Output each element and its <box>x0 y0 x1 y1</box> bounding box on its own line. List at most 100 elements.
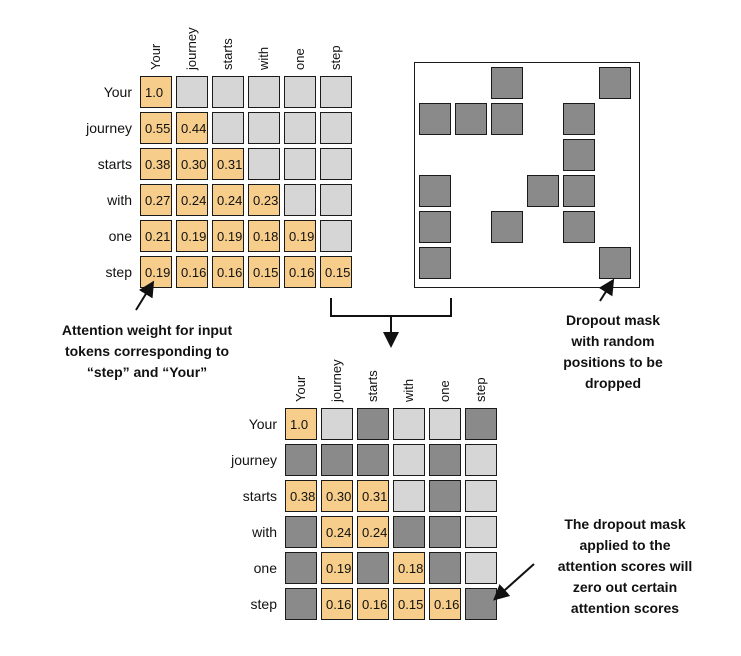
dropped-cell <box>429 480 461 512</box>
row-label: step <box>105 264 132 280</box>
empty-cell <box>248 112 280 144</box>
empty-cell <box>320 76 352 108</box>
note-line: tokens corresponding to <box>64 343 230 359</box>
weight-cell: 0.31 <box>357 480 389 512</box>
dropout-position-cell <box>419 175 451 207</box>
weight-cell: 0.16 <box>429 588 461 620</box>
empty-cell <box>429 408 461 440</box>
weight-cell: 0.15 <box>393 588 425 620</box>
dropped-cell <box>321 444 353 476</box>
empty-cell <box>320 148 352 180</box>
dropout-position-cell <box>419 211 451 243</box>
weight-cell: 0.19 <box>321 552 353 584</box>
note-line: dropped <box>585 375 641 391</box>
pointer-arrow-to-dropped-cell <box>493 563 535 601</box>
weight-cell: 0.16 <box>176 256 208 288</box>
weight-cell: 0.16 <box>284 256 316 288</box>
note-line: zero out certain <box>572 579 678 595</box>
weight-cell: 1.0 <box>285 408 317 440</box>
dropped-cell <box>429 444 461 476</box>
dropped-cell <box>285 444 317 476</box>
empty-cell <box>284 148 316 180</box>
dropout-position-cell <box>563 211 595 243</box>
weight-cell: 0.38 <box>285 480 317 512</box>
weight-cell: 0.55 <box>140 112 172 144</box>
row-label: step <box>250 596 277 612</box>
dropout-position-cell <box>455 103 487 135</box>
empty-cell <box>465 444 497 476</box>
note-line: attention scores <box>570 600 680 616</box>
row-label: journey <box>86 120 132 136</box>
empty-cell <box>212 112 244 144</box>
empty-cell <box>465 480 497 512</box>
row-label: with <box>252 524 277 540</box>
empty-cell <box>465 516 497 548</box>
weight-cell: 0.19 <box>212 220 244 252</box>
row-label: Your <box>103 84 132 100</box>
row-label: one <box>253 560 277 576</box>
weight-cell: 0.15 <box>248 256 280 288</box>
dropped-cell <box>465 588 497 620</box>
weight-cell: 0.16 <box>321 588 353 620</box>
weight-cell: 0.23 <box>248 184 280 216</box>
dropped-cell <box>357 444 389 476</box>
empty-cell <box>393 480 425 512</box>
weight-cell: 1.0 <box>140 76 172 108</box>
row-label: one <box>108 228 132 244</box>
dropped-cell <box>285 516 317 548</box>
weight-cell: 0.44 <box>176 112 208 144</box>
dropped-cell <box>465 408 497 440</box>
weight-cell: 0.24 <box>212 184 244 216</box>
empty-cell <box>284 184 316 216</box>
weight-cell: 0.19 <box>284 220 316 252</box>
row-label: Your <box>248 416 277 432</box>
weight-cell: 0.15 <box>320 256 352 288</box>
weight-cell: 0.21 <box>140 220 172 252</box>
pointer-arrow-to-cell <box>135 280 155 311</box>
note-line: positions to be <box>563 354 663 370</box>
dropout-position-cell <box>599 247 631 279</box>
note-line: The dropout mask <box>564 516 686 532</box>
dropped-cell <box>393 516 425 548</box>
dropped-cell <box>357 552 389 584</box>
note-line: Attention weight for input <box>61 322 233 338</box>
note-line: attention scores will <box>557 558 693 574</box>
weight-cell: 0.38 <box>140 148 172 180</box>
dropout-position-cell <box>563 139 595 171</box>
note-line: with random <box>571 333 655 349</box>
note-line: applied to the <box>579 537 671 553</box>
row-label: journey <box>231 452 277 468</box>
weight-cell: 0.24 <box>321 516 353 548</box>
weight-cell: 0.24 <box>176 184 208 216</box>
empty-cell <box>248 148 280 180</box>
empty-cell <box>393 444 425 476</box>
dropped-cell <box>285 588 317 620</box>
empty-cell <box>465 552 497 584</box>
dropout-mask-note: Dropout mask with random positions to be… <box>528 310 698 394</box>
empty-cell <box>176 76 208 108</box>
weight-cell: 0.30 <box>321 480 353 512</box>
note-line: “step” and “Your” <box>86 364 208 380</box>
weight-cell: 0.16 <box>212 256 244 288</box>
weight-cell: 0.24 <box>357 516 389 548</box>
dropped-cell <box>285 552 317 584</box>
row-label: starts <box>97 156 132 172</box>
empty-cell <box>393 408 425 440</box>
weight-cell: 0.16 <box>357 588 389 620</box>
dropout-mask-matrix <box>414 62 640 288</box>
weight-cell: 0.19 <box>176 220 208 252</box>
attention-weight-note: Attention weight for input tokens corres… <box>32 320 262 383</box>
weight-cell: 0.31 <box>212 148 244 180</box>
empty-cell <box>320 112 352 144</box>
empty-cell <box>212 76 244 108</box>
empty-cell <box>321 408 353 440</box>
weight-cell: 0.27 <box>140 184 172 216</box>
dropped-cell <box>429 552 461 584</box>
dropout-position-cell <box>491 67 523 99</box>
dropout-position-cell <box>419 247 451 279</box>
dropout-position-cell <box>563 103 595 135</box>
weight-cell: 0.18 <box>248 220 280 252</box>
dropout-position-cell <box>563 175 595 207</box>
note-line: Dropout mask <box>565 312 661 328</box>
